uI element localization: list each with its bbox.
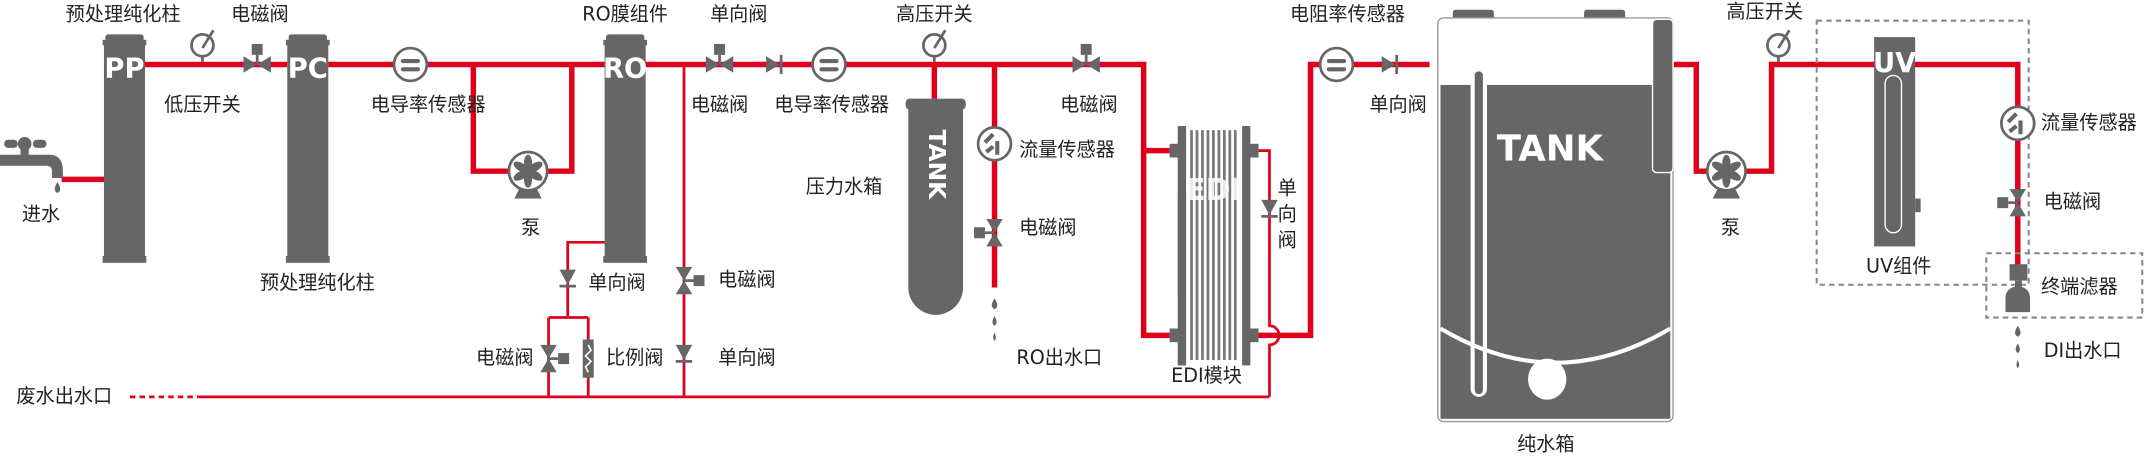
di-branch: 流量传感器 电磁阀 终端滤器 DI出水口 (1985, 107, 2144, 369)
permeate-line: 电磁阀 单向阀 电导率传感器 高压开关 (691, 3, 973, 116)
edi-label: EDI模块 (1171, 364, 1242, 387)
edi-feed-solenoid-label: 电磁阀 (1060, 93, 1117, 116)
conductivity-sensor-icon (811, 46, 847, 83)
waste-outlet-label: 废水出水口 (16, 384, 112, 407)
permeate-solenoid-label: 电磁阀 (691, 93, 748, 116)
permeate-check-label: 单向阀 (710, 3, 767, 26)
terminal-filter-icon (2005, 264, 2031, 313)
water-drops-icon (2015, 325, 2021, 369)
flow-sensor-icon (978, 127, 1011, 160)
flush-solenoid-label: 电磁阀 (718, 268, 775, 291)
ro-module: RO RO膜组件 (582, 3, 668, 263)
terminal-filter-label: 终端滤器 (2041, 275, 2118, 298)
resistivity-line: 电阻率传感器 单向阀 (1290, 3, 1427, 116)
low-pressure-switch-label: 低压开关 (164, 93, 241, 116)
resistivity-label: 电阻率传感器 (1290, 3, 1405, 26)
uv-label: UV组件 (1866, 254, 1931, 277)
water-drops-icon (991, 298, 998, 341)
edi-module: EDI EDI模块 单 向 阀 (1169, 126, 1297, 387)
high-pressure-switch-2: 高压开关 (1726, 0, 1803, 64)
low-pressure-switch: 低压开关 (164, 28, 241, 116)
pure-tank-label: 纯水箱 (1517, 432, 1574, 455)
ro-concentrate-line: 单向阀 电磁阀 比例阀 (476, 268, 663, 378)
pressure-switch-icon (190, 28, 215, 64)
check-valve-icon (558, 268, 578, 288)
ro-label: RO膜组件 (582, 3, 668, 26)
pump-1: 泵 (507, 150, 549, 239)
resistivity-check-label: 单向阀 (1369, 93, 1426, 116)
edi-text: EDI (1185, 173, 1242, 208)
pump-icon (1705, 150, 1747, 200)
flush-check-label: 单向阀 (718, 346, 775, 369)
conductivity-sensor-1: 电导率传感器 (371, 46, 486, 116)
pc-label: 预处理纯化柱 (260, 271, 375, 294)
solenoid-valve-icon (972, 217, 1005, 248)
pump-2: 泵 (1705, 150, 1747, 239)
pipes (61, 61, 2021, 399)
solenoid-valve-icon (242, 42, 273, 75)
pp-column: PP 预处理纯化柱 (66, 3, 181, 263)
check-valve-icon (1380, 53, 1399, 76)
inlet-label: 进水 (22, 202, 60, 225)
solenoid-valve-icon (674, 265, 706, 296)
pressure-tank: TANK 压力水箱 (806, 98, 966, 315)
pump-icon (507, 150, 549, 200)
resistivity-sensor-icon (1318, 46, 1355, 83)
conductivity-1-label: 电导率传感器 (371, 93, 486, 116)
edi-feed-solenoid: 电磁阀 (1060, 42, 1118, 116)
pressure-switch-icon (1766, 28, 1791, 64)
pc-text: PC (288, 53, 328, 84)
pure-tank-text: TANK (1497, 129, 1605, 170)
solenoid-valve-icon (1071, 42, 1102, 75)
edi-check-char-1: 单 (1278, 176, 1297, 199)
solenoid-valve-icon (538, 343, 571, 374)
high-pressure-switch-label: 高压开关 (896, 3, 973, 26)
concentrate-check-label: 单向阀 (588, 271, 645, 294)
uv-assembly: UV UV组件 (1815, 19, 2030, 286)
check-valve-icon (1259, 198, 1280, 218)
flow-sensor-icon (2001, 107, 2034, 140)
check-valve-icon (764, 53, 783, 76)
high-pressure-switch-2-label: 高压开关 (1726, 0, 1803, 23)
ro-text: RO (603, 53, 647, 84)
proportional-valve-icon (582, 339, 594, 378)
ro-outlet-label: RO出水口 (1016, 346, 1102, 369)
water-inlet: 进水 (0, 136, 63, 225)
conductivity-sensor-icon (392, 46, 429, 83)
faucet-icon (0, 136, 63, 194)
ro-flow-sensor-label: 流量传感器 (1019, 138, 1115, 161)
concentrate-solenoid-label: 电磁阀 (476, 346, 533, 369)
pressure-tank-label: 压力水箱 (806, 175, 883, 198)
pure-water-tank: TANK 纯水箱 (1437, 9, 1674, 455)
flush-line: 电磁阀 单向阀 (674, 265, 776, 369)
pump-1-label: 泵 (521, 216, 540, 239)
edi-check-char-3: 阀 (1278, 228, 1297, 251)
pp-label: 预处理纯化柱 (66, 3, 181, 26)
di-outlet-label: DI出水口 (2044, 339, 2122, 362)
pressure-tank-text: TANK (923, 130, 950, 201)
ro-outlet-branch: 流量传感器 电磁阀 RO出水口 (972, 127, 1115, 369)
di-solenoid-label: 电磁阀 (2044, 190, 2101, 213)
proportional-valve-label: 比例阀 (606, 346, 663, 369)
solenoid-valve-icon (704, 42, 735, 75)
solenoid-1-label: 电磁阀 (231, 3, 288, 26)
di-flow-sensor-label: 流量传感器 (2041, 111, 2137, 134)
pc-column: PC 预处理纯化柱 (260, 34, 375, 294)
solenoid-valve-icon (1995, 187, 2028, 218)
pressure-switch-icon (922, 28, 947, 64)
edi-check-char-2: 向 (1278, 202, 1297, 225)
ro-outlet-solenoid-label: 电磁阀 (1019, 216, 1076, 239)
pump-2-label: 泵 (1721, 216, 1740, 239)
solenoid-valve-1: 电磁阀 (231, 3, 289, 75)
check-valve-icon (674, 343, 694, 363)
pp-text: PP (104, 53, 144, 84)
permeate-conductivity-label: 电导率传感器 (774, 93, 889, 116)
uv-text: UV (1873, 48, 1917, 79)
